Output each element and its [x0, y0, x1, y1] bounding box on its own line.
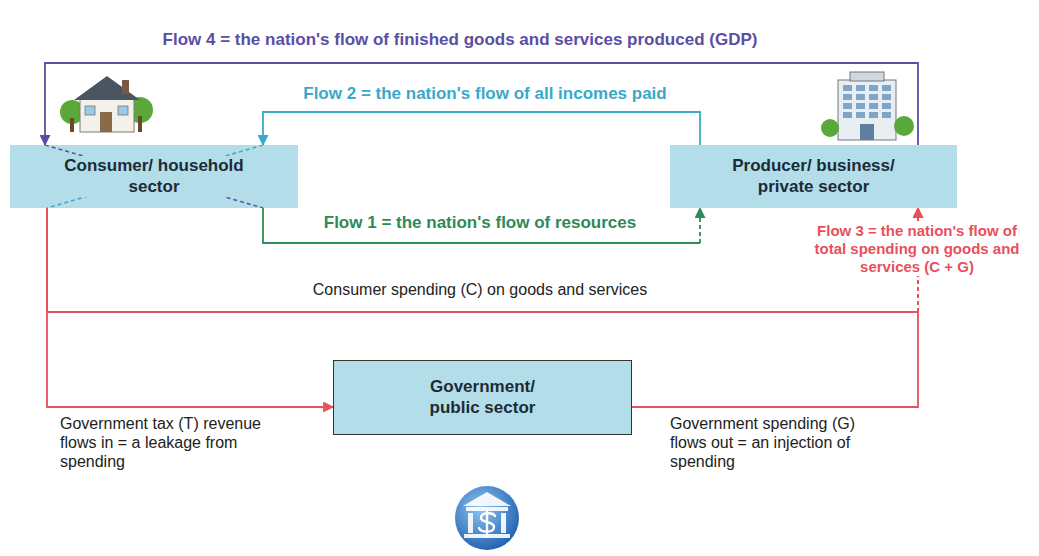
- tax-flow-arrow: [47, 208, 333, 407]
- window: [882, 112, 891, 118]
- window: [882, 103, 891, 109]
- resource-flow-arrow: [263, 208, 700, 243]
- consumer-spending-arrow: [47, 208, 918, 312]
- sector-name: Government/ public sector: [408, 377, 558, 418]
- flow-label: Government spending (G) flows out = an i…: [670, 414, 895, 472]
- connector-line: [632, 312, 918, 407]
- flow-label: Flow 4 = the nation's flow of finished g…: [40, 30, 880, 50]
- window: [843, 103, 852, 109]
- window: [882, 85, 891, 91]
- income-flow-arrow: [263, 112, 700, 145]
- window: [856, 94, 865, 100]
- window: [843, 94, 852, 100]
- window: [869, 85, 878, 91]
- flow-label: Consumer spending (C) on goods and servi…: [170, 280, 790, 299]
- flow-label: Flow 1 = the nation's flow of resources: [270, 213, 690, 233]
- sector-name: Consumer/ household sector: [64, 156, 244, 197]
- household-sector-box: Consumer/ household sector: [10, 145, 298, 208]
- sector-name: Producer/ business/ private sector: [719, 156, 909, 197]
- dashed-line: [47, 145, 263, 208]
- gdp-flow-arrow: [45, 63, 918, 145]
- connector-line: [263, 208, 700, 243]
- flow-label: Flow 2 = the nation's flow of all income…: [270, 84, 700, 104]
- connector-line: [47, 208, 918, 312]
- office-building-icon: [821, 72, 914, 140]
- dashed-line: [45, 145, 263, 208]
- window: [869, 94, 878, 100]
- connector-line: [263, 112, 700, 145]
- flow-label: Government tax (T) revenue flows in = a …: [60, 414, 295, 472]
- house-icon: [60, 76, 153, 132]
- window: [843, 112, 852, 118]
- window: [856, 85, 865, 91]
- window: [882, 94, 891, 100]
- window: [869, 103, 878, 109]
- government-sector-box: Government/ public sector: [333, 360, 632, 435]
- connector-line: [47, 208, 333, 407]
- bank-icon: [455, 486, 519, 550]
- flow-label: Flow 3 = the nation's flow of total spen…: [800, 222, 1034, 276]
- connector-line: [699, 208, 701, 243]
- window: [843, 85, 852, 91]
- window: [856, 103, 865, 109]
- window: [856, 112, 865, 118]
- window: [869, 112, 878, 118]
- business-sector-box: Producer/ business/ private sector: [670, 145, 957, 208]
- connector-line: [45, 63, 918, 145]
